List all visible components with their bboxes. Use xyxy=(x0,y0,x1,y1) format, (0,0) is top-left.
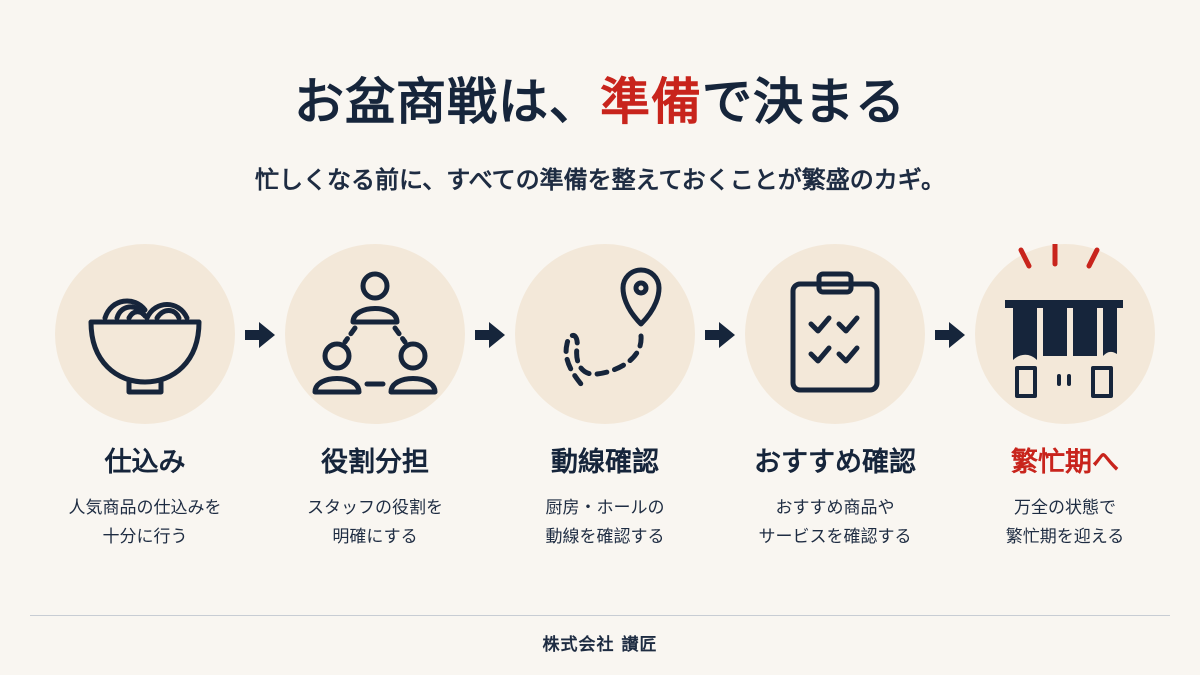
step-title: 仕込み xyxy=(104,447,186,478)
step-circle xyxy=(55,244,235,424)
arrow-right-icon xyxy=(935,322,965,348)
title-suffix: で決まる xyxy=(702,73,906,131)
route-path-icon xyxy=(563,267,662,387)
page-title: お盆商戦は、準備で決まる xyxy=(0,62,1200,134)
page-subtitle: 忙しくなる前に、すべての準備を整えておくことが繁盛のカギ。 xyxy=(255,166,945,194)
step-title: おすすめ確認 xyxy=(754,447,916,478)
arrow-right-icon xyxy=(705,322,735,348)
footer-divider xyxy=(30,615,1170,616)
company-name: 株式会社 讃匠 xyxy=(542,635,658,655)
step-circle xyxy=(285,244,465,424)
step-circle xyxy=(515,244,695,424)
step-circle xyxy=(975,244,1155,424)
step-description: 人気商品の仕込みを 十分に行う xyxy=(68,498,222,547)
step-description: スタッフの役割を 明確にする xyxy=(307,498,443,547)
title-accent: 準備 xyxy=(600,73,702,131)
clipboard-checklist-icon xyxy=(790,271,880,393)
step-title: 役割分担 xyxy=(321,447,429,478)
step-description: 万全の状態で 繁忙期を迎える xyxy=(1005,498,1125,547)
step-description: 厨房・ホールの 動線を確認する xyxy=(545,498,665,547)
step-title: 繁忙期へ xyxy=(1011,447,1119,478)
title-prefix: お盆商戦は、 xyxy=(294,73,600,131)
step-description: おすすめ商品や サービスを確認する xyxy=(758,498,912,547)
arrow-right-icon xyxy=(475,322,505,348)
step-title: 動線確認 xyxy=(551,447,659,478)
step-circle xyxy=(745,244,925,424)
arrow-right-icon xyxy=(245,322,275,348)
shop-noren-icon xyxy=(1005,244,1123,398)
team-roles-icon xyxy=(312,271,438,395)
udon-bowl-icon xyxy=(88,298,202,395)
